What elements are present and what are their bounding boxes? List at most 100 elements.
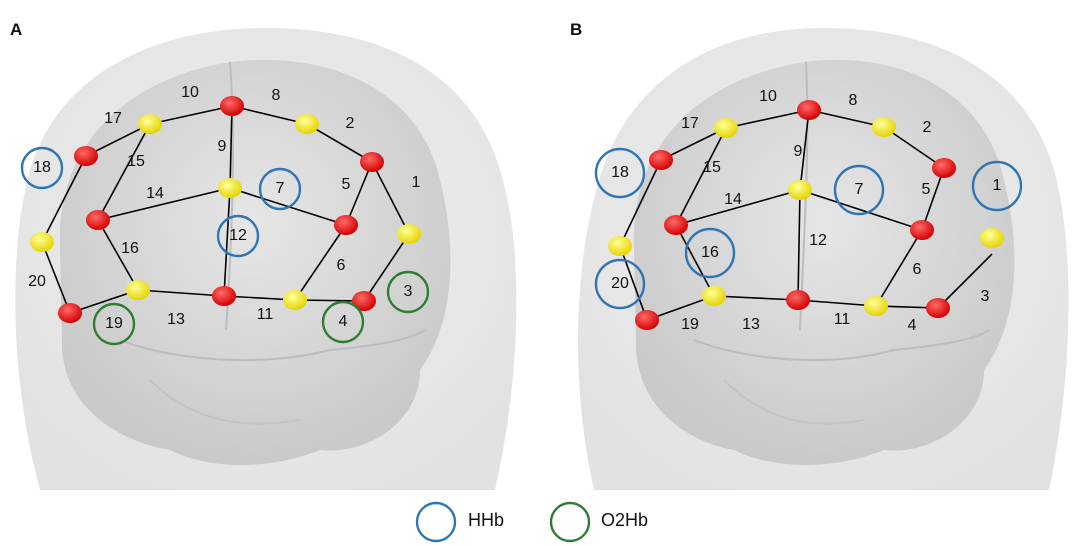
detector-optode (702, 286, 726, 306)
brain-diagram-a: 1 2 3 4 5 6 7 8 9 10 11 12 13 14 15 16 1… (15, 28, 517, 490)
channel-label: 17 (104, 110, 122, 127)
channel-label: 13 (742, 316, 760, 333)
brain-outline (59, 59, 451, 466)
channel-label: 19 (105, 315, 123, 332)
channel-label: 11 (257, 306, 274, 323)
channel-label: 9 (218, 138, 227, 155)
panel-a: A (0, 0, 540, 490)
channel-label: 8 (849, 92, 858, 109)
o2hb-highlight-4 (321, 300, 365, 344)
detector-optode (218, 178, 242, 198)
panel-letter: A (10, 20, 23, 39)
detector-optode (283, 290, 307, 310)
source-optode (86, 210, 110, 230)
channel-label: 4 (339, 313, 348, 330)
source-optodes (58, 96, 384, 323)
channel-label: 9 (794, 143, 803, 160)
source-optode (926, 298, 950, 318)
detector-optode (788, 180, 812, 200)
hhb-highlight-16 (684, 227, 736, 279)
source-optode (786, 290, 810, 310)
source-optode (664, 215, 688, 235)
detector-optode (872, 117, 896, 137)
channel-label: 6 (913, 261, 922, 278)
source-optodes (635, 100, 956, 330)
channel-label: 11 (834, 311, 851, 328)
source-optode (797, 100, 821, 120)
hhb-highlight-7 (258, 167, 302, 211)
hhb-swatch (415, 501, 457, 543)
detector-optode (980, 228, 1004, 248)
hhb-highlight-12 (216, 214, 260, 258)
source-optode (74, 146, 98, 166)
channel-label: 17 (681, 115, 699, 132)
channel-label: 3 (981, 288, 990, 305)
source-optode (58, 303, 82, 323)
channel-label: 2 (923, 119, 932, 136)
panel-b: B (564, 0, 1084, 490)
detector-optode (608, 236, 632, 256)
o2hb-highlight-19 (92, 302, 136, 346)
channel-label: 5 (922, 181, 931, 198)
detector-optode (714, 118, 738, 138)
source-optode (649, 150, 673, 170)
channel-label: 12 (809, 232, 827, 249)
probe-connections (619, 109, 993, 321)
channel-label: 4 (908, 317, 917, 334)
detector-optode (126, 280, 150, 300)
channel-label: 6 (337, 257, 346, 274)
hhb-highlight-20 (594, 258, 646, 310)
channel-label: 10 (759, 88, 777, 105)
legend (0, 500, 1084, 545)
brain-outline (633, 59, 1015, 466)
channel-label: 18 (33, 159, 51, 176)
detector-optode (295, 114, 319, 134)
channel-label: 1 (412, 174, 421, 191)
channel-label: 10 (181, 84, 199, 101)
o2hb-swatch (549, 501, 591, 543)
source-optode (360, 152, 384, 172)
detector-optode (397, 224, 421, 244)
detector-optode (30, 232, 54, 252)
hhb-highlight-18 (20, 146, 64, 190)
o2hb-highlight-3 (386, 270, 430, 314)
detector-optode (138, 114, 162, 134)
channel-label: 14 (724, 191, 742, 208)
channel-label: 14 (146, 185, 164, 202)
channel-label: 8 (272, 87, 281, 104)
channel-label: 16 (701, 244, 719, 261)
hhb-highlight-1 (971, 160, 1023, 212)
channel-label: 20 (611, 275, 629, 292)
channel-label: 18 (611, 164, 629, 181)
source-optode (334, 215, 358, 235)
channel-label: 19 (681, 316, 699, 333)
legend-label-o2hb: O2Hb (601, 510, 649, 530)
source-optode (932, 158, 956, 178)
channel-label: 16 (121, 240, 139, 257)
channel-label: 3 (404, 283, 413, 300)
source-optode (910, 220, 934, 240)
source-optode (220, 96, 244, 116)
source-optode (212, 286, 236, 306)
source-optode (635, 310, 659, 330)
channel-label: 7 (276, 180, 285, 197)
channel-label: 2 (346, 115, 355, 132)
probe-connections (41, 105, 410, 314)
legend-label-hhb: HHb (468, 510, 505, 530)
source-optode (352, 291, 376, 311)
channel-label: 20 (28, 273, 46, 290)
channel-label: 12 (229, 227, 247, 244)
brain-diagram-b: 1 2 3 4 5 6 7 8 9 10 11 12 13 14 15 16 1… (577, 28, 1069, 490)
hhb-highlight-18 (594, 147, 646, 199)
channel-label: 1 (993, 177, 1002, 194)
panel-letter: B (570, 20, 583, 39)
channel-label: 13 (167, 311, 185, 328)
channel-label: 7 (855, 181, 864, 198)
detector-optode (864, 296, 888, 316)
channel-label: 5 (342, 176, 351, 193)
channel-label: 15 (703, 159, 721, 176)
detector-optodes (30, 114, 421, 310)
hhb-highlight-7 (833, 164, 885, 216)
legend-swatches (415, 501, 591, 543)
detector-optodes (608, 117, 1004, 316)
